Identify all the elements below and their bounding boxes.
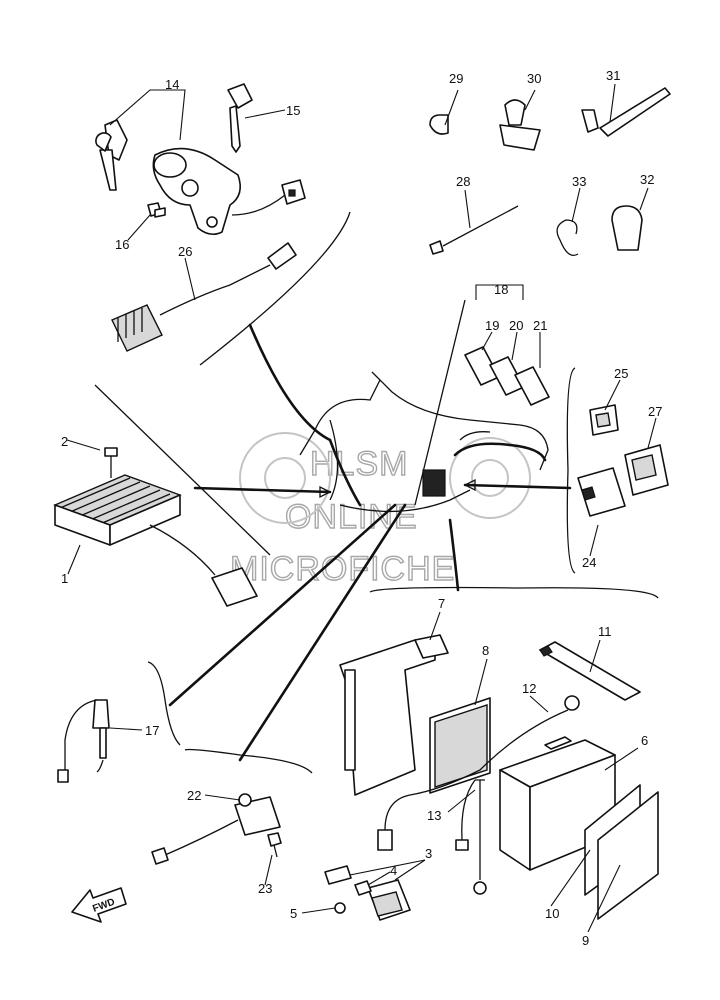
callout-22: 22 <box>187 788 201 803</box>
callout-12: 12 <box>522 681 536 696</box>
callout-4: 4 <box>390 863 397 878</box>
battery-box <box>339 634 491 796</box>
callout-1: 1 <box>61 571 68 586</box>
fwd-arrow: FWD <box>71 887 127 923</box>
rectifier-regulator <box>53 447 258 607</box>
watermark-line-1: HLSM <box>310 445 408 483</box>
callout-20: 20 <box>509 318 523 333</box>
leader-lines <box>66 83 657 933</box>
relays <box>577 404 669 517</box>
neutral-switch <box>57 699 110 783</box>
callout-28: 28 <box>456 174 470 189</box>
battery-cables <box>377 695 580 895</box>
callout-7: 7 <box>438 596 445 611</box>
callout-8: 8 <box>482 643 489 658</box>
clamps-and-bands <box>429 87 671 257</box>
starter-relay <box>324 865 411 921</box>
motorcycle-silhouette <box>239 371 549 524</box>
watermark-line-3: MICROFICHE <box>230 550 455 588</box>
callout-33: 33 <box>572 174 586 189</box>
callout-3: 3 <box>425 846 432 861</box>
callout-15: 15 <box>286 103 300 118</box>
callout-23: 23 <box>258 881 272 896</box>
callout-26: 26 <box>178 244 192 259</box>
callout-21: 21 <box>533 318 547 333</box>
callout-6: 6 <box>641 733 648 748</box>
fuse-set <box>464 346 550 406</box>
callout-27: 27 <box>648 404 662 419</box>
callout-5: 5 <box>290 906 297 921</box>
callout-labels: 1 2 3 4 5 6 7 8 9 10 11 12 13 14 15 16 1… <box>61 68 662 948</box>
callout-13: 13 <box>427 808 441 823</box>
sub-wire-harness <box>111 242 297 352</box>
callout-25: 25 <box>614 366 628 381</box>
callout-30: 30 <box>527 71 541 86</box>
callout-16: 16 <box>115 237 129 252</box>
callout-2: 2 <box>61 434 68 449</box>
callout-17: 17 <box>145 723 159 738</box>
callout-18: 18 <box>494 282 508 297</box>
sensor-assembly <box>151 793 282 865</box>
battery <box>499 736 659 920</box>
main-switch-assembly <box>95 83 306 236</box>
callout-29: 29 <box>449 71 463 86</box>
callout-32: 32 <box>640 172 654 187</box>
callout-9: 9 <box>582 933 589 948</box>
callout-11: 11 <box>598 624 612 639</box>
watermark: HLSM ONLINE MICROFICHE <box>229 444 455 588</box>
callout-31: 31 <box>606 68 620 83</box>
group-brackets <box>147 211 659 774</box>
callout-24: 24 <box>582 555 596 570</box>
callout-10: 10 <box>545 906 559 921</box>
harness-wires <box>94 299 572 762</box>
callout-19: 19 <box>485 318 499 333</box>
callout-14: 14 <box>165 77 179 92</box>
harness-junction <box>422 469 446 497</box>
